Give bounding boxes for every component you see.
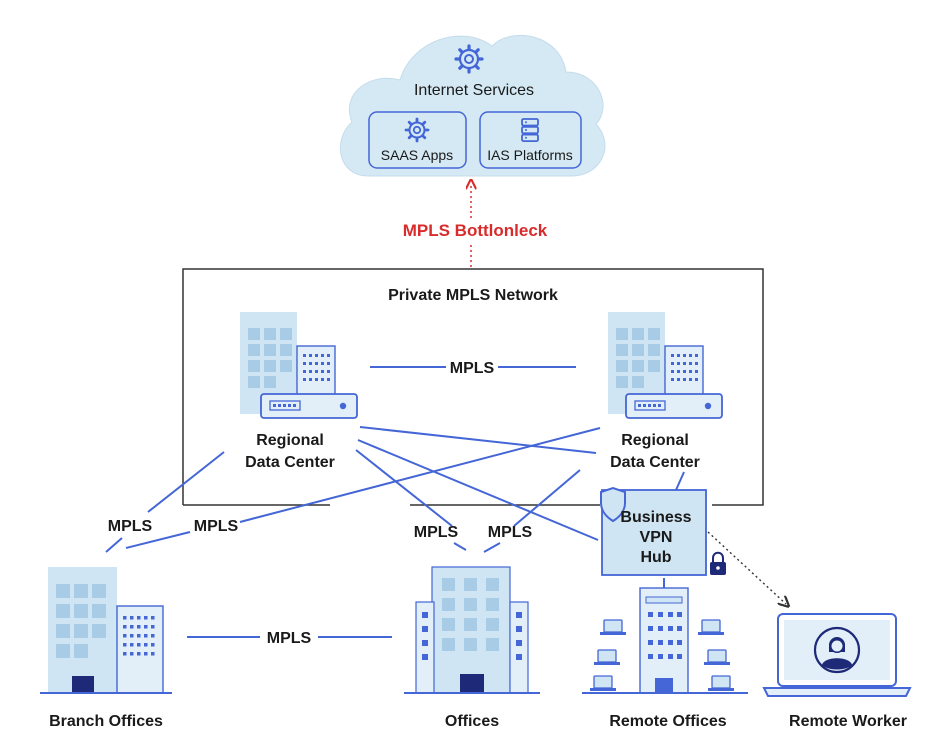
offices-link-label-b: MPLS	[488, 524, 533, 541]
offices-building	[404, 566, 540, 694]
dc-link-label: MPLS	[450, 360, 495, 377]
internet-cloud: Internet Services SAAS Apps IAS Platform…	[339, 34, 606, 177]
server-stack-icon	[521, 118, 539, 142]
laptop-icon	[594, 649, 620, 665]
remote-worker-label: Remote Worker	[789, 713, 907, 730]
laptop-icon	[600, 619, 626, 635]
private-network-title: Private MPLS Network	[388, 287, 558, 304]
laptop-icon	[590, 675, 616, 691]
ias-platforms-label: IAS Platforms	[487, 147, 573, 163]
building-windows	[248, 328, 292, 388]
user-avatar-icon	[813, 626, 861, 674]
regional-data-center-right	[608, 312, 723, 419]
saas-apps-label: SAAS Apps	[381, 147, 453, 163]
offices-label: Offices	[445, 713, 499, 730]
offices-link-label-a: MPLS	[414, 524, 459, 541]
ias-platforms-box	[479, 111, 582, 169]
branch-offices-building	[40, 567, 172, 694]
remote-worker-laptop	[762, 613, 912, 697]
vpn-hub-label-line3: Hub	[640, 549, 671, 566]
right-dc-label-line1: Regional	[621, 432, 689, 449]
right-dc-label-line2: Data Center	[610, 454, 700, 471]
left-dc-label-line1: Regional	[256, 432, 324, 449]
branch-link-label-a: MPLS	[108, 518, 153, 535]
laptop-icon	[708, 675, 734, 691]
remote-offices-group	[582, 587, 748, 694]
branch-offices-link-label: MPLS	[267, 630, 312, 647]
gear-icon	[404, 117, 430, 143]
bottleneck-label: MPLS Bottlonleck	[403, 221, 548, 240]
remote-offices-label: Remote Offices	[609, 713, 726, 730]
branch-offices-label: Branch Offices	[49, 713, 163, 730]
branch-link-label-b: MPLS	[194, 518, 239, 535]
vpn-hub-label-line2: VPN	[640, 529, 673, 546]
laptop-icon	[704, 649, 730, 665]
left-dc-label-line2: Data Center	[245, 454, 335, 471]
laptop-icon	[698, 619, 724, 635]
mpls-links	[105, 366, 685, 638]
router-icon	[625, 393, 723, 419]
cloud-title: Internet Services	[414, 82, 534, 99]
gear-icon	[454, 44, 484, 74]
lock-icon	[710, 551, 726, 575]
router-icon	[260, 393, 358, 419]
shield-icon	[600, 486, 626, 523]
vpn-hub-label-line1: Business	[620, 509, 691, 526]
business-vpn-hub	[600, 486, 726, 576]
regional-data-center-left	[240, 312, 358, 419]
